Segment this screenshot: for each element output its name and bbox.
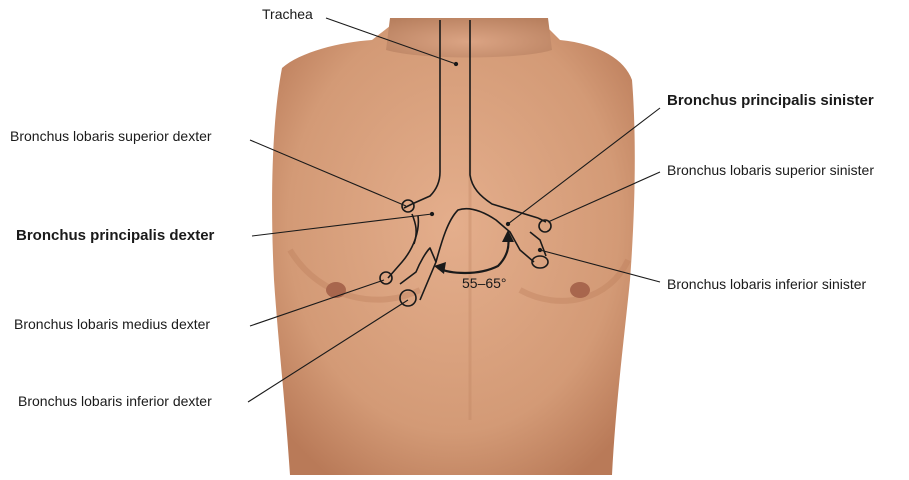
label-bronchus-lobaris-superior-sinister: Bronchus lobaris superior sinister (667, 162, 874, 178)
label-bronchus-lobaris-inferior-sinister: Bronchus lobaris inferior sinister (667, 276, 866, 292)
label-bronchus-lobaris-superior-dexter: Bronchus lobaris superior dexter (10, 128, 212, 144)
label-bronchus-principalis-sinister: Bronchus principalis sinister (667, 92, 874, 109)
label-angle: 55–65° (462, 275, 507, 291)
label-bronchus-lobaris-inferior-dexter: Bronchus lobaris inferior dexter (18, 393, 212, 409)
label-trachea: Trachea (262, 6, 313, 22)
torso-shape (272, 20, 635, 475)
label-bronchus-lobaris-medius-dexter: Bronchus lobaris medius dexter (14, 316, 210, 332)
nipple-right (326, 282, 346, 298)
neck-shape (386, 18, 552, 58)
nipple-left (570, 282, 590, 298)
label-bronchus-principalis-dexter: Bronchus principalis dexter (16, 227, 214, 244)
